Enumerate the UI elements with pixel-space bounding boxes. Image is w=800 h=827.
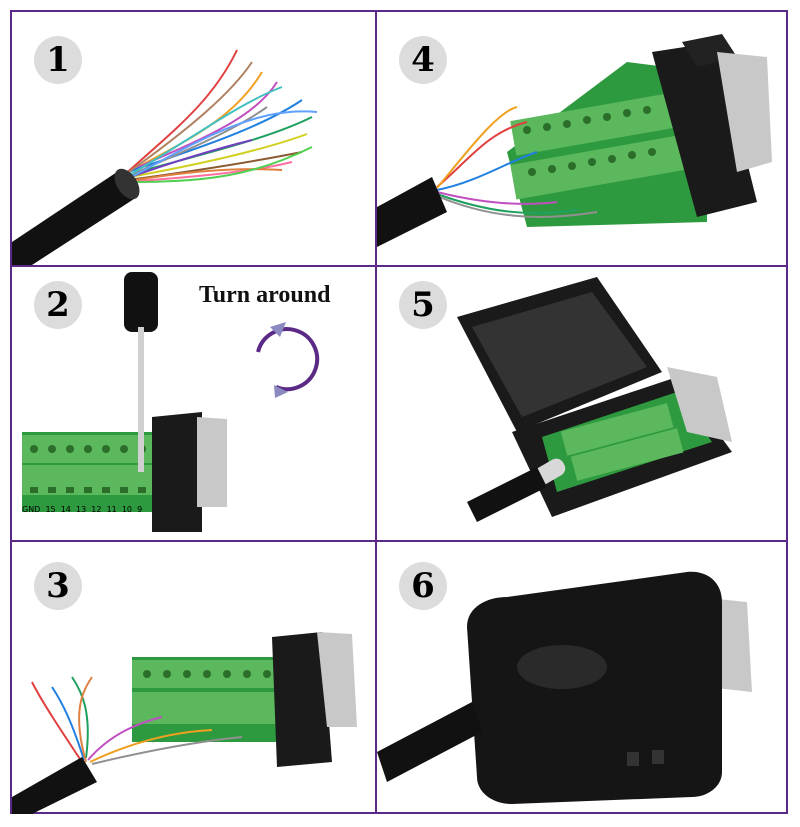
pin-label: 9: [137, 505, 143, 514]
terminal-wiring-illustration: [12, 632, 357, 814]
row-divider-2: [10, 540, 788, 542]
step-4-badge: 4: [399, 36, 447, 84]
pin-label: 14: [60, 505, 71, 514]
step-5-panel: 5: [377, 267, 788, 540]
step-4-panel: 4: [377, 12, 788, 265]
pin-label: 13: [76, 505, 87, 514]
step-2-panel: GND 15 14 13 12 11 10 9 Turn around 2: [12, 267, 375, 540]
closed-housing-illustration: [377, 571, 752, 804]
pin-label: GND: [22, 505, 41, 514]
outer-frame: [10, 10, 788, 814]
pin-label-row: GND 15 14 13 12 11 10 9: [22, 505, 142, 514]
turn-around-label: Turn around: [199, 282, 331, 308]
step-2-badge: 2: [34, 281, 82, 329]
step-3-badge: 3: [34, 562, 82, 610]
step-6-panel: 6: [377, 542, 788, 814]
pin-label: 12: [91, 505, 102, 514]
step-3-panel: 3: [12, 542, 375, 814]
pin-label: 11: [106, 505, 117, 514]
stripped-cable-illustration: [12, 49, 318, 265]
step-1-panel: 1: [12, 12, 375, 265]
row-divider-1: [10, 265, 788, 267]
step-5-badge: 5: [399, 281, 447, 329]
column-divider: [375, 10, 377, 814]
screwdriver-terminal-illustration: [22, 272, 320, 532]
step-6-badge: 6: [399, 562, 447, 610]
step-1-badge: 1: [34, 36, 82, 84]
wired-terminal-illustration: [377, 34, 772, 247]
pin-label: 15: [45, 505, 56, 514]
pin-label: 10: [121, 505, 133, 514]
open-housing-illustration: [457, 277, 732, 522]
